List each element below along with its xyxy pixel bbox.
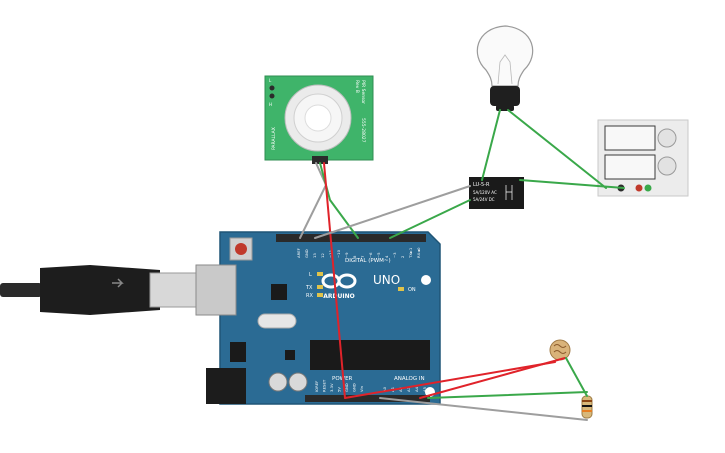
relay-rating-ac: 5A/120V AC xyxy=(473,190,497,195)
arduino-model-text: UNO xyxy=(373,273,400,287)
digital-pin-label-2: 13 xyxy=(312,253,317,258)
tx-led-label: TX xyxy=(305,285,313,291)
wire-bulb-relay xyxy=(481,109,501,181)
resistor xyxy=(581,395,593,419)
pir-part-number: 555-28027 xyxy=(360,118,366,143)
digital-pin-label-11: 4 xyxy=(384,255,389,258)
analog-header-label: ANALOG IN xyxy=(394,376,425,382)
pir-title-text: PIR Sensor xyxy=(360,80,366,104)
arduino-logo xyxy=(321,273,357,289)
wire-relay-supply xyxy=(519,179,625,189)
photoresistor xyxy=(549,339,571,361)
analog-pin-label-4: A4 xyxy=(414,386,419,392)
digital-pin-label-6: ~9 xyxy=(344,252,349,258)
arduino-uno-board: ARDUINO UNO DIGITAL (PWM~) POWER ANALOG … xyxy=(195,231,441,405)
digital-pin-label-1: GND xyxy=(304,249,309,258)
power-pin-label-1: RESET xyxy=(322,379,327,392)
wires xyxy=(299,109,625,421)
digital-pin-label-12: ~3 xyxy=(392,252,397,258)
wire-ldr-resistor xyxy=(565,357,588,397)
digital-pin-label-8: 7 xyxy=(360,255,365,258)
wire-relay-signal xyxy=(389,199,471,239)
pir-pin-label-h: H xyxy=(269,102,272,107)
wire-a0-resistor xyxy=(427,391,588,399)
pir-rev-text: Rev B xyxy=(354,80,360,93)
arduino-logo-text: ARDUINO xyxy=(323,293,354,300)
analog-pin-label-0: A0 xyxy=(382,386,387,392)
wire-pir-signal xyxy=(319,162,359,239)
power-pin-label-3: 5V xyxy=(337,387,342,392)
digital-pin-label-13: 2 xyxy=(400,255,405,258)
digital-pin-label-10: ~5 xyxy=(376,252,381,258)
on-led-label: ON xyxy=(408,287,416,293)
digital-pin-label-4: ~11 xyxy=(328,249,333,258)
wire-gnd-resistor xyxy=(379,397,588,421)
wire-pir-vcc xyxy=(323,162,346,399)
power-pin-label-5: GND xyxy=(352,383,357,392)
pir-sensor: L H PARALLAX PIR Sensor Rev B 555-28027 xyxy=(264,75,374,164)
power-pin-label-0: IOREF xyxy=(314,381,319,392)
wire-ldr-5v xyxy=(344,361,556,399)
relay-title: LU-5-R xyxy=(473,182,490,188)
power-pin-label-2: 3.3V xyxy=(329,383,334,392)
power-pin-label-6: Vin xyxy=(359,385,364,392)
power-header-label: POWER xyxy=(332,376,353,382)
power-pin-label-4: GND xyxy=(344,383,349,392)
l-led-label: L xyxy=(309,272,312,278)
digital-pin-label-5: ~10 xyxy=(336,249,341,258)
digital-pin-label-7: 8 xyxy=(352,255,357,258)
digital-pin-label-9: ~6 xyxy=(368,252,373,258)
digital-pin-label-0: AREF xyxy=(296,248,301,258)
rx-led-label: RX xyxy=(306,293,313,299)
relay-rating-dc: 5A/24V DC xyxy=(473,197,495,202)
relay-module: LU-5-R 5A/120V AC 5A/24V DC xyxy=(469,177,524,209)
digital-header-label: DIGITAL (PWM~) xyxy=(345,258,391,264)
pir-pin-label-l: L xyxy=(269,78,272,83)
digital-pin-label-3: 12 xyxy=(320,253,325,258)
wire-relay-gnd xyxy=(314,185,471,239)
analog-pin-label-5: A5 xyxy=(422,386,427,392)
digital-pin-label-15: RX◄0 xyxy=(416,247,421,258)
wire-bulb-supply xyxy=(507,109,607,189)
digital-pin-label-14: TX►1 xyxy=(408,247,413,259)
power-supply xyxy=(597,119,689,197)
analog-pin-label-3: A3 xyxy=(406,386,411,392)
pir-brand-text: PARALLAX xyxy=(271,127,277,150)
wire-ldr-a0 xyxy=(419,357,566,399)
light-bulb xyxy=(476,25,534,111)
